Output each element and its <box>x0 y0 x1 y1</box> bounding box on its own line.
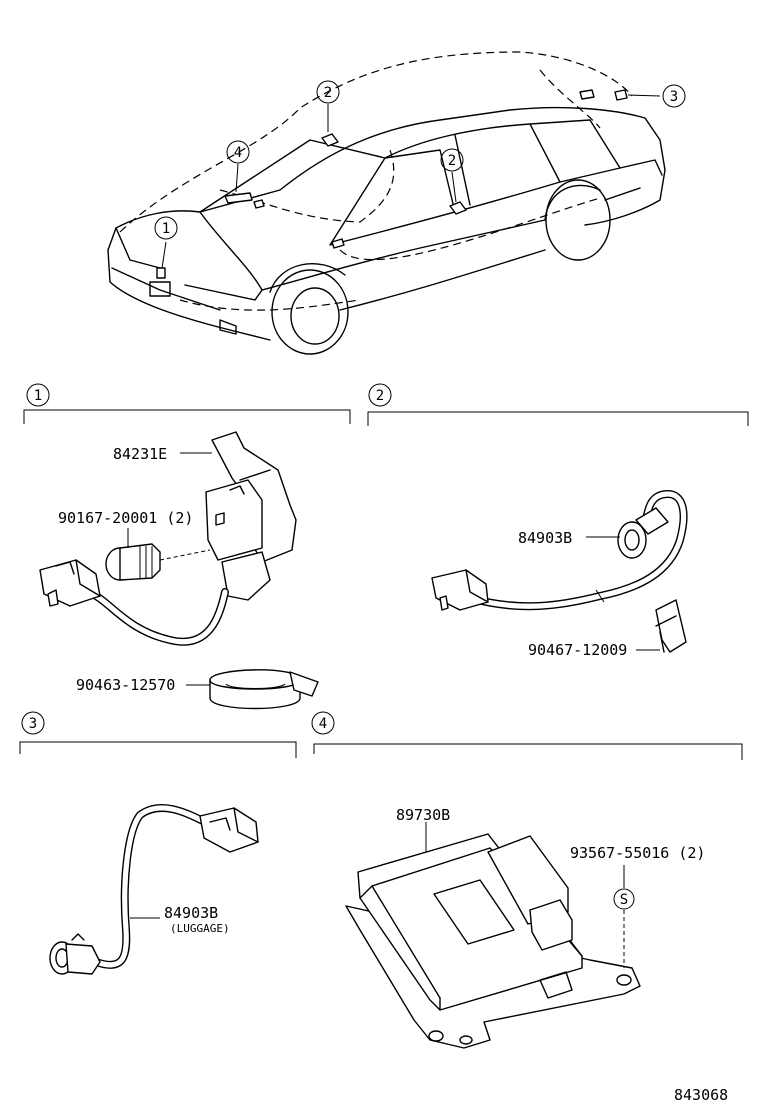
part-label-93567-55016: 93567-55016 (2) <box>570 844 705 862</box>
part-label-90467-12009: 90467-12009 <box>528 641 627 659</box>
sensor-1-harness <box>39 559 229 646</box>
callout-number: 1 <box>162 221 170 237</box>
ecu-89730B <box>345 833 641 1049</box>
section-3: 3 84903B (LUGGAGE) <box>19 711 297 975</box>
section-number: 3 <box>29 716 37 732</box>
section-4-header: 4 <box>311 711 743 760</box>
section-2-header: 2 <box>367 383 749 426</box>
part-note-luggage: (LUGGAGE) <box>170 922 230 935</box>
callout-number: 2 <box>448 153 456 169</box>
callout-car-1: 1 <box>154 216 178 240</box>
part-label-84903B: 84903B <box>518 529 572 547</box>
callout-car-4: 4 <box>226 140 250 164</box>
section-number: 1 <box>34 388 42 404</box>
sensor-84903B-luggage <box>49 803 259 975</box>
sensor-84903B <box>431 489 688 611</box>
part-label-90167-20001: 90167-20001 (2) <box>58 509 193 527</box>
sensor-84231E <box>205 431 297 601</box>
section-4: 4 89730B 93567-55016 (2) <box>311 711 743 1049</box>
bolt-90167-20001 <box>105 543 211 581</box>
section-2: 2 84903B 90467-12009 <box>367 383 749 659</box>
part-label-90463-12570: 90463-12570 <box>76 676 175 694</box>
part-label-84231E: 84231E <box>113 445 167 463</box>
callout-number: 3 <box>670 89 678 105</box>
band-90463-12570 <box>209 669 319 710</box>
callout-number: 2 <box>324 85 332 101</box>
callout-car-3: 3 <box>662 84 686 108</box>
section-3-header: 3 <box>19 711 297 758</box>
part-label-84903B-luggage: 84903B <box>164 904 218 922</box>
diagram-id: 843068 <box>674 1086 728 1104</box>
callout-car-2b: 2 <box>440 148 464 172</box>
callout-number: 4 <box>234 145 242 161</box>
clip-90467-12009 <box>655 599 687 653</box>
section-1: 1 84231E 90167-20001 (2) <box>23 383 351 710</box>
screw-symbol: S <box>613 888 635 910</box>
section-1-header: 1 <box>23 383 351 424</box>
section-number: 2 <box>376 388 384 404</box>
car-illustration <box>107 51 666 355</box>
callout-car-2a: 2 <box>316 80 340 104</box>
section-number: 4 <box>319 716 327 732</box>
screw-symbol-letter: S <box>620 892 628 908</box>
part-label-89730B: 89730B <box>396 806 450 824</box>
